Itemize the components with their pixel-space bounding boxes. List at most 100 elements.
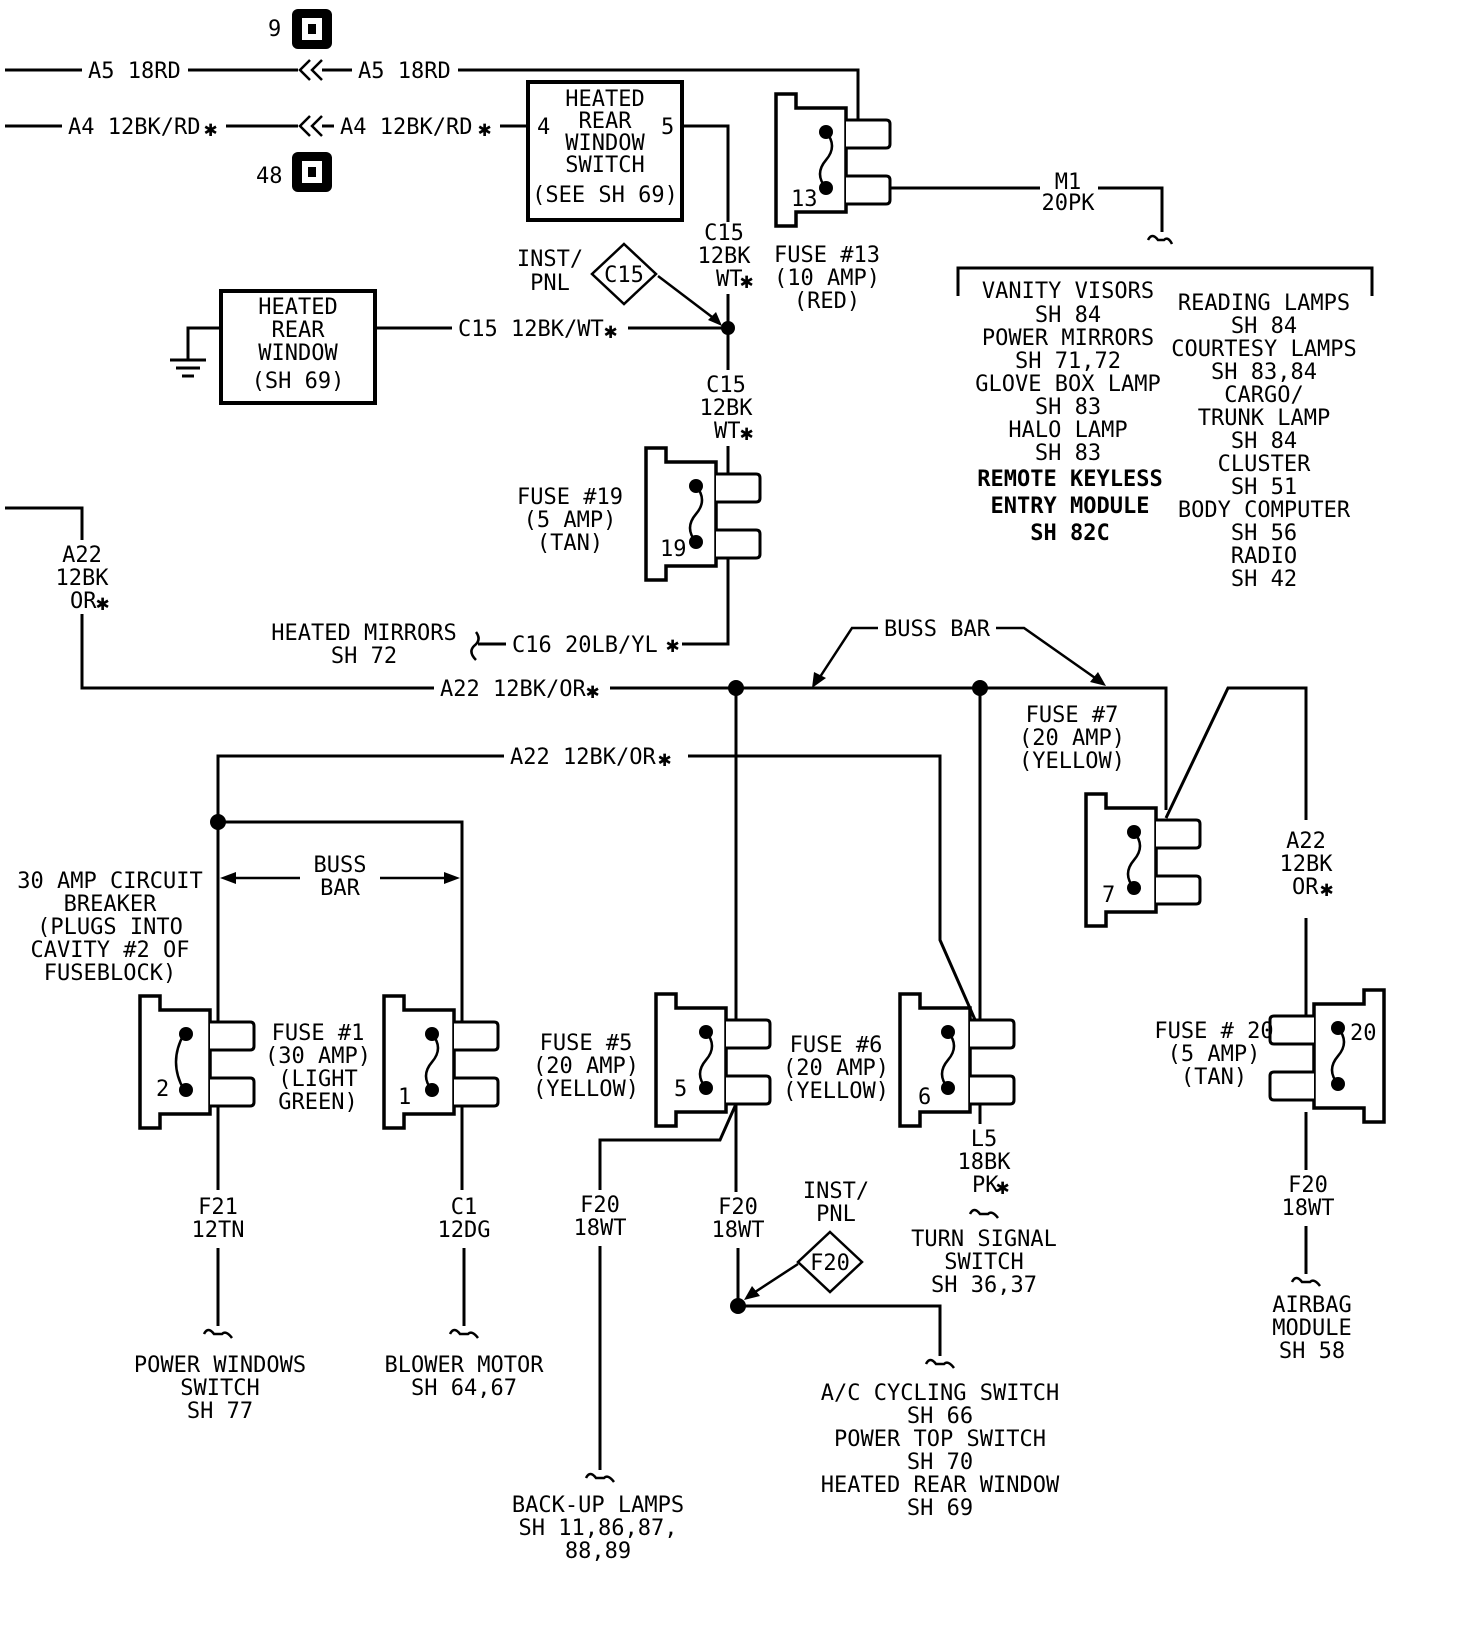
svg-text:REMOTE KEYLESS: REMOTE KEYLESS (977, 467, 1162, 492)
svg-text:C15 12BK/WT: C15 12BK/WT (458, 317, 604, 342)
svg-text:12BK: 12BK (700, 396, 754, 421)
splice-f20 (730, 1298, 746, 1314)
svg-text:M1: M1 (1055, 170, 1082, 195)
svg-text:FUSE #5: FUSE #5 (540, 1031, 633, 1056)
splice-break-icon (448, 1328, 479, 1339)
svg-text:OR: OR (70, 589, 97, 614)
svg-text:SH 77: SH 77 (187, 1399, 253, 1424)
dest-backup-lamps: BACK-UP LAMPS SH 11,86,87, 88,89 (512, 1493, 684, 1564)
svg-text:SWITCH: SWITCH (944, 1250, 1023, 1275)
svg-text:L5: L5 (971, 1127, 998, 1152)
circuit-breaker-30a: 2 30 AMP CIRCUIT BREAKER (PLUGS INTO CAV… (17, 869, 256, 1130)
svg-text:(YELLOW): (YELLOW) (533, 1077, 639, 1102)
svg-text:1: 1 (398, 1085, 411, 1110)
svg-text:(TAN): (TAN) (1181, 1065, 1247, 1090)
dest-blower-motor: BLOWER MOTOR SH 64,67 (385, 1353, 545, 1401)
svg-text:HEATED MIRRORS: HEATED MIRRORS (271, 621, 456, 646)
wire-a22-second (216, 754, 504, 822)
svg-text:ENTRY MODULE: ENTRY MODULE (991, 494, 1150, 519)
fuse-13: 13 FUSE #13 (10 AMP) (RED) (774, 92, 892, 314)
load-list-right: READING LAMPS SH 84 COURTESY LAMPS SH 83… (1171, 291, 1356, 592)
svg-text:A/C CYCLING SWITCH: A/C CYCLING SWITCH (821, 1381, 1059, 1406)
svg-text:SH 58: SH 58 (1279, 1339, 1345, 1364)
heated-rear-window-switch: HEATED REAR WINDOW SWITCH (SEE SH 69) 4 … (526, 80, 684, 222)
wire-a4-label-right: A4 12BK/RD (340, 115, 472, 140)
wire-a22-main (610, 686, 1168, 810)
svg-text:(YELLOW): (YELLOW) (1019, 749, 1125, 774)
svg-text:SH 69: SH 69 (907, 1496, 973, 1521)
svg-text:GREEN): GREEN) (278, 1090, 357, 1115)
svg-text:20PK: 20PK (1042, 191, 1096, 216)
svg-text:F20: F20 (718, 1195, 758, 1220)
svg-text:12DG: 12DG (438, 1218, 491, 1243)
svg-text:AIRBAG: AIRBAG (1272, 1293, 1351, 1318)
svg-text:BACK-UP LAMPS: BACK-UP LAMPS (512, 1493, 684, 1518)
svg-text:88,89: 88,89 (565, 1539, 631, 1564)
svg-text:✱: ✱ (740, 269, 753, 294)
svg-text:12BK: 12BK (1280, 852, 1334, 877)
svg-text:SH 11,86,87,: SH 11,86,87, (519, 1516, 678, 1541)
svg-text:18BK: 18BK (958, 1150, 1012, 1175)
svg-text:A22: A22 (62, 543, 102, 568)
svg-text:SH 51: SH 51 (1231, 475, 1297, 500)
wire-buss-bar-left (218, 820, 464, 1024)
svg-text:(5 AMP): (5 AMP) (524, 508, 617, 533)
svg-text:C15: C15 (704, 221, 744, 246)
dest-power-windows: POWER WINDOWS SWITCH SH 77 (134, 1353, 306, 1424)
svg-text:SH 36,37: SH 36,37 (931, 1273, 1037, 1298)
buss-bar-label-top: BUSS BAR (812, 617, 1106, 688)
arrow-icon (744, 1286, 760, 1300)
wire-fuse19-out (682, 558, 730, 646)
svg-text:✱: ✱ (96, 591, 109, 616)
svg-text:WT: WT (714, 419, 741, 444)
svg-text:12BK: 12BK (698, 244, 752, 269)
wire-f20-backup (598, 1103, 738, 1190)
svg-text:C15: C15 (706, 373, 746, 398)
svg-text:✱: ✱ (604, 319, 617, 344)
svg-text:19: 19 (660, 537, 687, 562)
svg-text:(LIGHT: (LIGHT (278, 1067, 357, 1092)
wire-a4: A4 12BK/RD ✱ A4 12BK/RD ✱ (5, 115, 528, 142)
svg-text:6: 6 (918, 1085, 931, 1110)
svg-text:(SEE SH 69): (SEE SH 69) (532, 183, 678, 208)
wire-fuse7-out (1164, 686, 1308, 820)
arrow-icon (708, 312, 722, 326)
svg-text:FUSE # 20: FUSE # 20 (1154, 1019, 1273, 1044)
wire-a5: A5 18RD A5 18RD (5, 59, 880, 128)
svg-text:SH 84: SH 84 (1231, 429, 1297, 454)
svg-text:A22 12BK/OR: A22 12BK/OR (510, 745, 656, 770)
svg-text:BUSS: BUSS (314, 853, 367, 878)
splice-break-icon (202, 1328, 233, 1339)
svg-text:WINDOW: WINDOW (258, 341, 338, 366)
svg-text:BAR: BAR (320, 876, 360, 901)
svg-text:(10 AMP): (10 AMP) (774, 266, 880, 291)
svg-text:FUSE #13: FUSE #13 (774, 243, 880, 268)
svg-text:18WT: 18WT (712, 1218, 765, 1243)
svg-text:(30 AMP): (30 AMP) (265, 1044, 371, 1069)
svg-text:MODULE: MODULE (1272, 1316, 1351, 1341)
dest-turn-signal: TURN SIGNAL SWITCH SH 36,37 (911, 1227, 1057, 1298)
wire-a22-left-top (5, 506, 84, 540)
svg-text:WINDOW: WINDOW (565, 131, 645, 156)
svg-text:✱: ✱ (666, 633, 679, 658)
svg-text:✱: ✱ (996, 1175, 1009, 1200)
svg-text:✱: ✱ (586, 679, 599, 704)
connector-48: 48 (256, 152, 332, 192)
svg-text:BREAKER: BREAKER (64, 892, 157, 917)
wire-a4-star-left: ✱ (204, 117, 217, 142)
svg-text:INST/: INST/ (803, 1179, 869, 1204)
splice-break-icon (1290, 1276, 1321, 1287)
svg-text:READING LAMPS: READING LAMPS (1178, 291, 1350, 316)
fuse-19: 19 FUSE #19 (5 AMP) (TAN) (517, 446, 762, 582)
svg-text:SH 71,72: SH 71,72 (1015, 349, 1121, 374)
fuse-7: 7 FUSE #7 (20 AMP) (YELLOW) (1019, 703, 1202, 928)
svg-text:PNL: PNL (530, 271, 570, 296)
svg-text:18WT: 18WT (574, 1216, 627, 1241)
svg-text:HALO LAMP: HALO LAMP (1008, 418, 1127, 443)
svg-text:SH 66: SH 66 (907, 1404, 973, 1429)
svg-text:HEATED: HEATED (565, 87, 644, 112)
svg-text:SWITCH: SWITCH (180, 1376, 259, 1401)
inst-pnl-f20: INST/ PNL F20 (744, 1179, 869, 1300)
svg-text:20: 20 (1350, 1021, 1377, 1046)
